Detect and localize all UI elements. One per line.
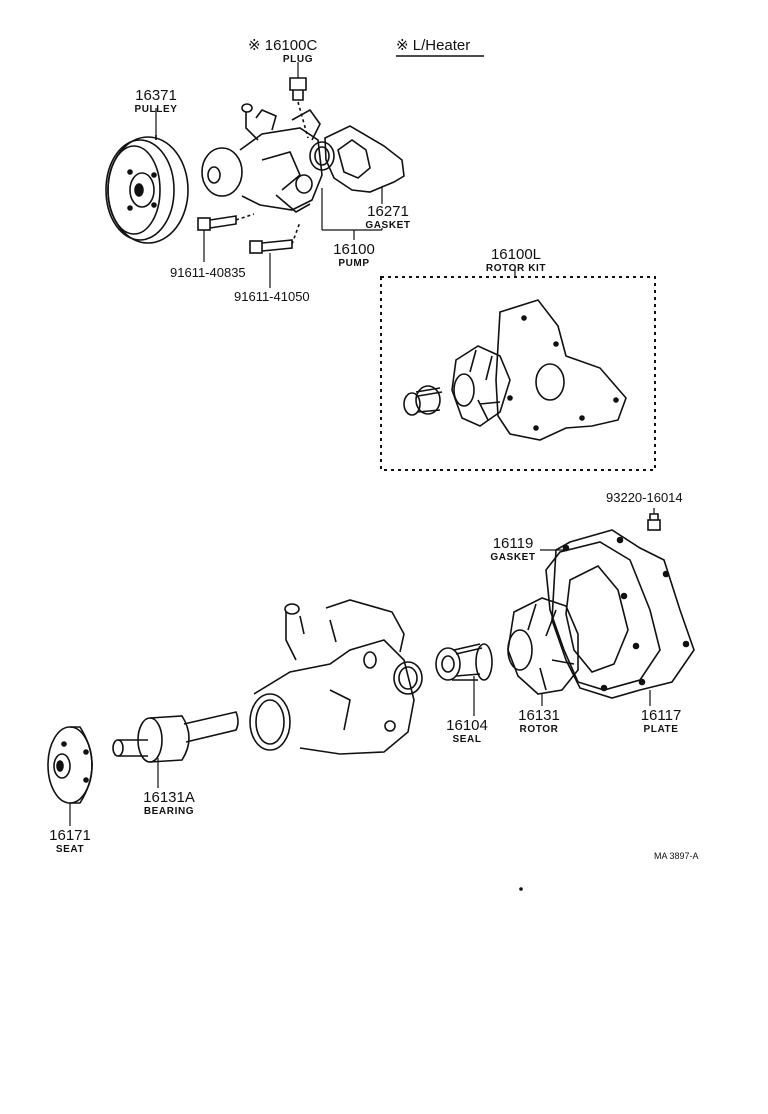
label-seat-name: SEAT xyxy=(55,844,85,855)
seal-drawing xyxy=(435,643,493,681)
label-pulley-number: 16371 xyxy=(135,87,177,104)
label-seat-number: 16171 xyxy=(49,827,91,844)
bearing-drawing xyxy=(112,711,239,763)
gasket-plate-drawing xyxy=(545,529,695,699)
leader-lines-top xyxy=(155,62,383,288)
label-pulley-name: PULLEY xyxy=(134,104,178,115)
label-bolt2: 91611-41050 xyxy=(234,289,310,304)
label-seal-number: 16104 xyxy=(446,717,488,734)
heater-note: ※ L/Heater xyxy=(396,37,471,54)
label-screw: 93220-16014 xyxy=(606,490,683,505)
label-plate: 16117 PLATE xyxy=(634,708,688,735)
bolts-top-drawing xyxy=(197,213,301,254)
label-bearing-name: BEARING xyxy=(143,806,195,817)
label-bolt1: 91611-40835 xyxy=(170,265,246,280)
pump-body-bottom-drawing xyxy=(249,599,423,755)
label-plug-name: PLUG xyxy=(282,54,314,65)
label-plate-number: 16117 xyxy=(640,707,682,724)
label-bearing-number: 16131A xyxy=(143,789,195,806)
label-rotor-kit: 16100L ROTOR KIT xyxy=(478,247,554,274)
label-seat: 16171 SEAT xyxy=(44,828,96,855)
label-plate-name: PLATE xyxy=(643,724,679,735)
label-seal-name: SEAL xyxy=(452,734,482,745)
label-rotor: 16131 ROTOR xyxy=(512,708,566,735)
plug-note: ※ 16100C xyxy=(248,37,318,54)
stray-dot xyxy=(519,887,523,891)
label-gasket-top-number: 16271 xyxy=(367,203,409,220)
label-rotor-kit-name: ROTOR KIT xyxy=(485,263,547,274)
label-gasket-top: 16271 GASKET xyxy=(356,204,420,231)
label-bearing: 16131A BEARING xyxy=(136,790,202,817)
gasket-top-drawing xyxy=(324,125,405,193)
label-gasket-top-name: GASKET xyxy=(365,220,411,231)
label-gasket-mid-name: GASKET xyxy=(490,552,536,563)
screw-drawing xyxy=(647,513,661,531)
label-rotor-number: 16131 xyxy=(518,707,560,724)
leader-lines-bottom xyxy=(69,508,655,826)
rotor-kit-box xyxy=(380,270,656,471)
label-rotor-name: ROTOR xyxy=(519,724,559,735)
rotor-drawing xyxy=(507,597,579,706)
diagram-code: MA 3897-A xyxy=(654,851,699,861)
label-pulley: 16371 PULLEY xyxy=(124,88,188,115)
pump-body-drawing xyxy=(201,103,335,213)
label-pump: 16100 PUMP xyxy=(324,242,384,269)
seat-drawing xyxy=(47,726,93,804)
label-rotor-kit-number: 16100L xyxy=(490,246,542,263)
rotor-kit-drawing xyxy=(403,299,627,441)
pulley-drawing xyxy=(105,135,189,244)
plug-drawing xyxy=(289,77,309,139)
label-gasket-mid: 16119 GASKET xyxy=(484,536,542,563)
label-pump-name: PUMP xyxy=(338,258,370,269)
label-gasket-mid-number: 16119 xyxy=(492,535,534,552)
label-pump-number: 16100 xyxy=(333,241,375,258)
label-seal: 16104 SEAL xyxy=(440,718,494,745)
label-plug: PLUG xyxy=(270,54,326,65)
